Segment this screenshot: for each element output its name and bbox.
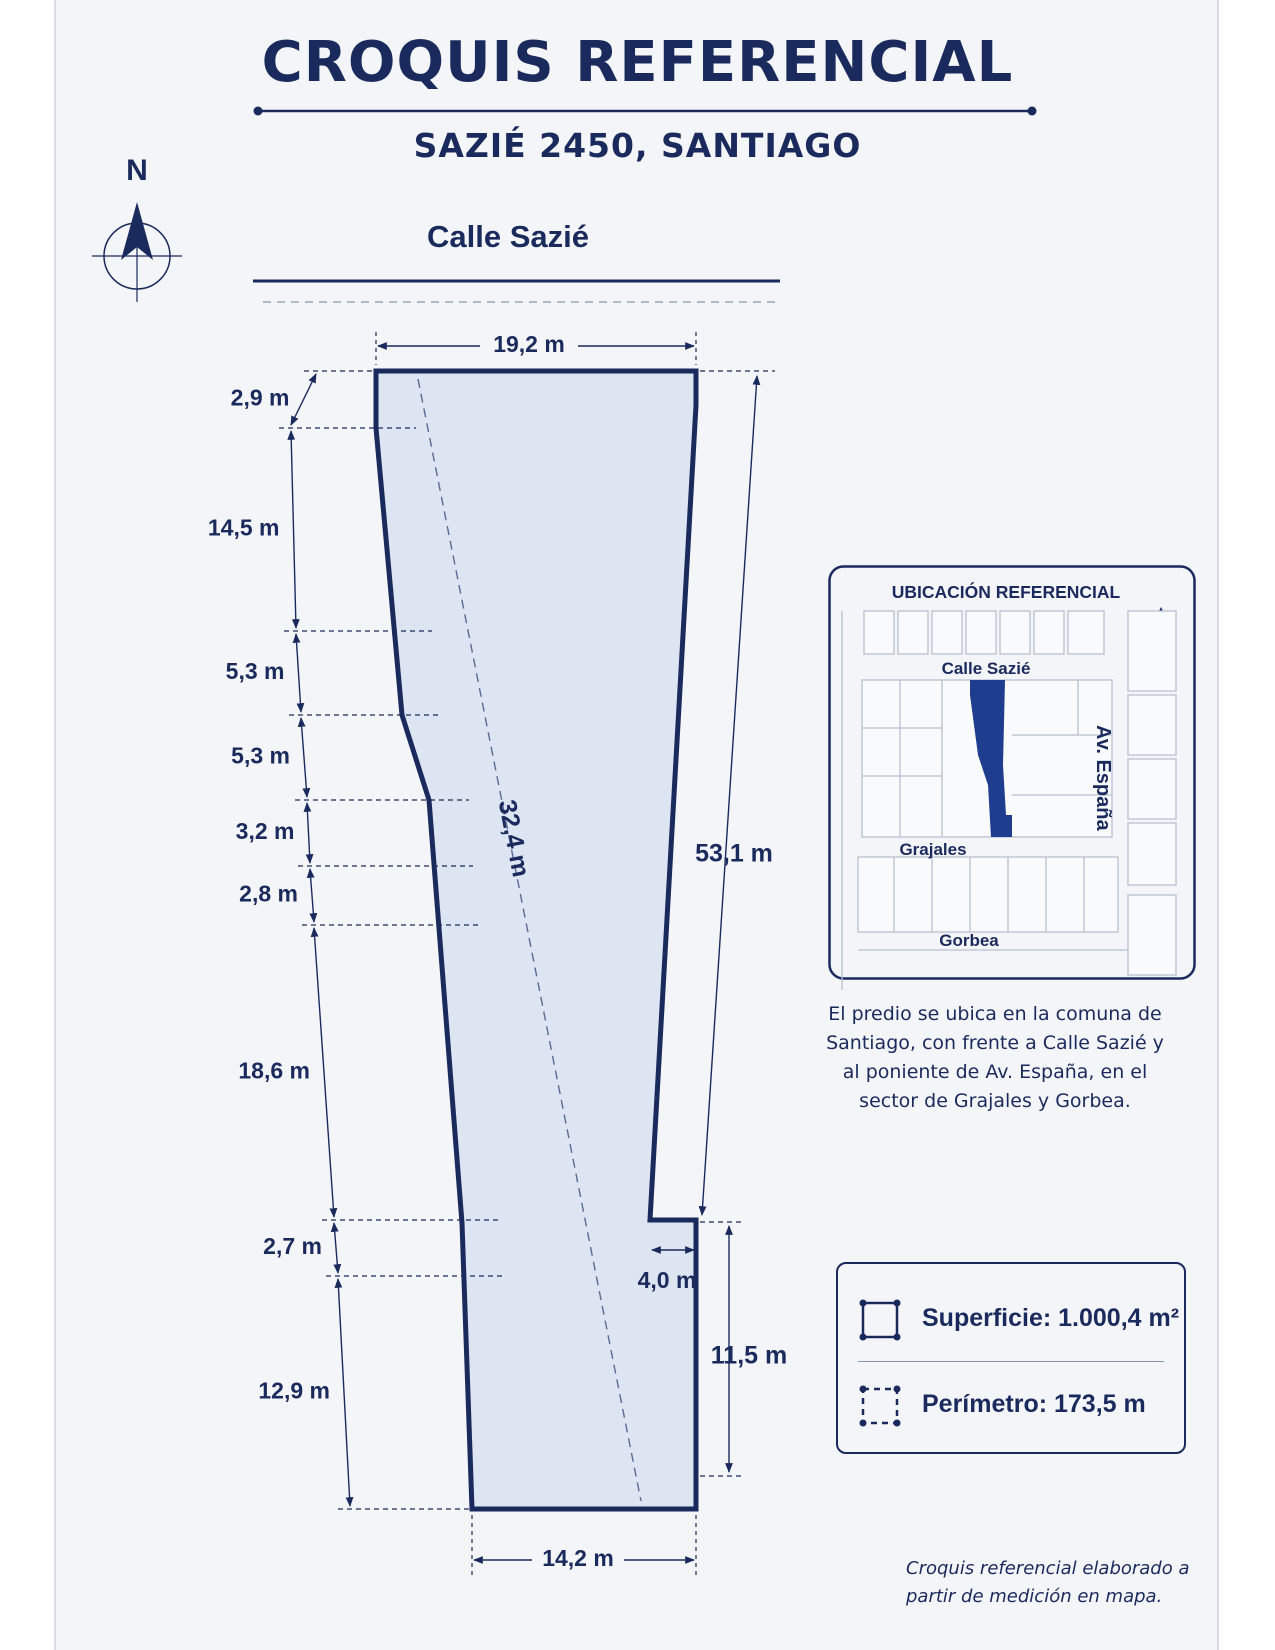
left-dimension-line — [306, 868, 318, 923]
legend-divider — [858, 1361, 1164, 1362]
right-short-dimension — [700, 1221, 745, 1477]
left-dimensions: 2,9 m 14,5 m 5,3 m 5,3 m 3,2 m 2,8 m 18,6 m 2,7… — [208, 370, 512, 1510]
inset-lot-highlight — [970, 680, 1012, 837]
left-dimension-line — [292, 633, 305, 713]
inset-street-espana: Av. España — [1092, 725, 1114, 831]
left-dimension-label: 14,5 m — [208, 515, 280, 541]
lot-polygon — [373, 368, 699, 1512]
inset-street-grajales: Grajales — [899, 840, 966, 859]
title-rule — [253, 106, 1037, 116]
left-dimension-label: 5,3 m — [231, 743, 290, 769]
legend-perimeter-row: Perímetro: 173,5 m — [838, 1376, 1184, 1436]
inset-street-sazie: Calle Sazié — [942, 659, 1031, 678]
legend-area-label: Superficie: 1.000,4 m² — [922, 1304, 1180, 1332]
bottom-width-dimension — [471, 1515, 697, 1575]
inset-description: El predio se ubica en la comuna de Santi… — [826, 1003, 1164, 1112]
legend-perimeter-label: Perímetro: 173,5 m — [922, 1390, 1146, 1418]
left-dimension-line — [297, 717, 311, 798]
diagonal-line — [417, 378, 642, 1502]
left-dimension-line — [330, 1222, 342, 1274]
left-dimension-line — [334, 1278, 354, 1507]
perimeter-dashed-square-icon — [859, 1385, 901, 1427]
notch-label: 4,0 m — [638, 1267, 697, 1293]
left-dimension-line — [290, 373, 317, 426]
left-dimension-line — [287, 430, 300, 629]
left-dimension-label: 5,3 m — [226, 658, 285, 684]
legend-area-row: Superficie: 1.000,4 m² — [838, 1290, 1184, 1350]
right-short-label: 11,5 m — [711, 1342, 787, 1370]
right-long-dimension — [698, 370, 775, 1216]
left-dimension-label: 18,6 m — [238, 1058, 310, 1084]
compass-label: N — [126, 154, 148, 187]
bottom-width-label: 14,2 m — [542, 1545, 614, 1571]
legend-box: Superficie: 1.000,4 m² Perímetro: 173,5 … — [836, 1262, 1186, 1454]
right-long-label: 53,1 m — [695, 840, 773, 868]
area-square-icon — [859, 1299, 901, 1341]
left-dimension-label: 2,9 m — [231, 385, 290, 411]
page-subtitle: SAZIÉ 2450, SANTIAGO — [413, 126, 862, 165]
page-title: CROQUIS REFERENCIAL — [261, 30, 1014, 95]
left-dimension-label: 12,9 m — [258, 1378, 330, 1404]
footnote: Croquis referencial elaborado a partir d… — [906, 1558, 1190, 1607]
left-dimension-label: 2,7 m — [263, 1233, 322, 1259]
top-width-dimension — [375, 332, 697, 365]
street-label: Calle Sazié — [427, 219, 589, 254]
left-dimension-line — [303, 802, 314, 864]
north-arrow-icon — [92, 202, 182, 302]
location-inset: UBICACIÓN REFERENCIAL N — [828, 565, 1196, 990]
left-dimension-label: 3,2 m — [236, 818, 295, 844]
inset-street-gorbea: Gorbea — [939, 931, 999, 950]
inset-title: UBICACIÓN REFERENCIAL — [892, 581, 1121, 602]
left-dimension-label: 2,8 m — [239, 881, 298, 907]
top-width-label: 19,2 m — [493, 331, 565, 357]
left-dimension-line — [310, 927, 338, 1218]
